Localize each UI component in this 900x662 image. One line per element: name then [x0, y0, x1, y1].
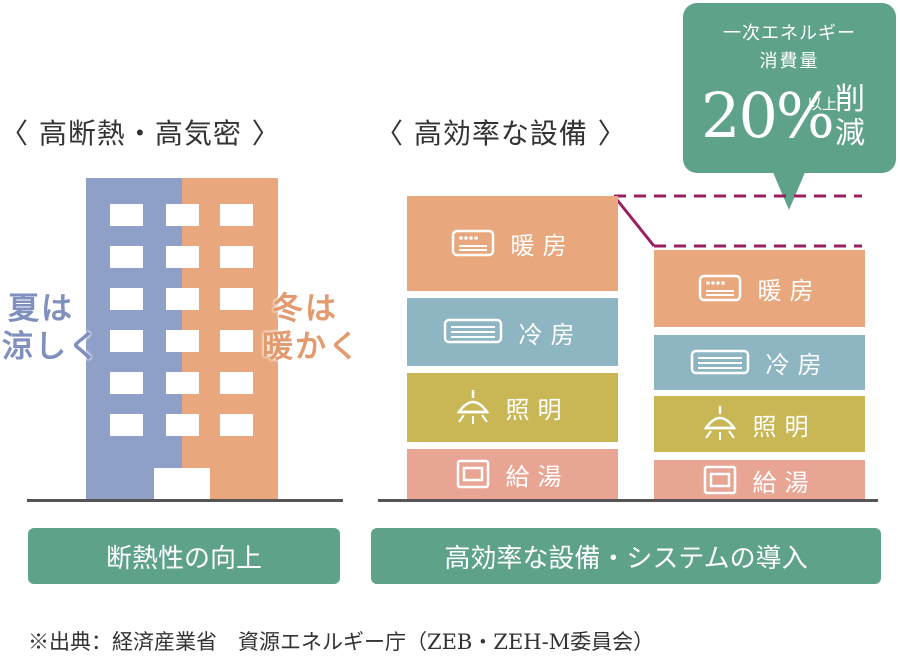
building-window — [220, 288, 253, 310]
building-window — [220, 330, 253, 352]
callout-pointer — [772, 170, 806, 210]
caption-insulation-text: 断熱性の向上 — [105, 543, 262, 574]
energy-bar-label: 暖房 — [757, 277, 822, 305]
building-window — [220, 246, 253, 268]
callout-action: 削減 — [835, 82, 865, 151]
caption-equipment: 高効率な設備・システムの導入 — [371, 528, 881, 584]
summer-label-line-1: 夏は — [8, 291, 74, 327]
callout-percent: 20% — [701, 79, 835, 152]
building-window — [166, 288, 199, 310]
energy-bar-cooling: 冷房 — [654, 335, 865, 390]
air-conditioner-icon — [690, 349, 750, 377]
energy-bar-hot-water: 給湯 — [407, 449, 618, 499]
energy-bar-label: 暖房 — [510, 232, 575, 260]
building-window — [110, 246, 143, 268]
callout-line-2: 消費量 — [759, 51, 820, 72]
water-heater-icon — [703, 465, 737, 495]
energy-bar-label: 照明 — [505, 396, 570, 424]
ground-line-right — [378, 499, 878, 502]
energy-bar-label: 給湯 — [752, 468, 817, 497]
building-window — [166, 330, 199, 352]
air-conditioner-icon — [443, 318, 503, 346]
energy-bar-label: 給湯 — [505, 462, 570, 491]
caption-insulation: 断熱性の向上 — [28, 528, 340, 584]
winter-label-line-1: 冬は — [272, 291, 338, 327]
heater-icon — [698, 274, 742, 304]
energy-bar-label: 照明 — [752, 412, 817, 441]
water-heater-icon — [456, 459, 490, 489]
caption-equipment-text: 高効率な設備・システムの導入 — [444, 543, 808, 574]
building-window — [166, 246, 199, 268]
building-window — [220, 372, 253, 394]
callout-line-1: 一次エネルギー — [723, 23, 856, 44]
heater-icon — [451, 229, 495, 259]
callout-qualifier: 以上 — [807, 95, 838, 113]
building-door — [154, 468, 210, 500]
ground-line-left — [27, 499, 343, 502]
energy-bar-label: 冷房 — [518, 320, 583, 349]
building-illustration — [86, 178, 278, 500]
energy-bar-heating: 暖房 — [654, 250, 865, 327]
building-window — [110, 414, 143, 436]
building-window — [220, 414, 253, 436]
energy-bar-hot-water: 給湯 — [654, 460, 865, 500]
building-window — [166, 204, 199, 226]
energy-bar-lighting: 照明 — [654, 396, 865, 452]
reduction-callout: 一次エネルギー 消費量 20% 以上 削減 — [683, 3, 896, 173]
energy-bar-heating: 暖房 — [407, 196, 618, 291]
heading-efficient-equipment: 〈 高効率な設備 〉 — [375, 117, 627, 150]
energy-bar-lighting: 照明 — [407, 373, 618, 442]
building-window — [166, 372, 199, 394]
winter-label: 冬は 暖かく — [262, 290, 361, 366]
summer-label: 夏は 涼しく — [2, 290, 101, 366]
building-window — [110, 330, 143, 352]
building-window — [220, 204, 253, 226]
energy-bar-cooling: 冷房 — [407, 298, 618, 366]
building-window — [110, 204, 143, 226]
ceiling-light-icon — [456, 389, 490, 426]
reduction-guide-lines — [612, 194, 862, 248]
source-footnote: ※出典：経済産業省 資源エネルギー庁（ZEB・ZEH-M委員会） — [28, 630, 655, 654]
summer-label-line-2: 涼しく — [2, 329, 101, 365]
building-window — [110, 288, 143, 310]
building-window — [110, 372, 143, 394]
building-window — [166, 414, 199, 436]
ceiling-light-icon — [703, 406, 737, 442]
energy-bar-label: 冷房 — [765, 351, 830, 379]
winter-label-line-2: 暖かく — [262, 329, 361, 365]
heading-insulation: 〈 高断熱・高気密 〉 — [0, 117, 281, 150]
